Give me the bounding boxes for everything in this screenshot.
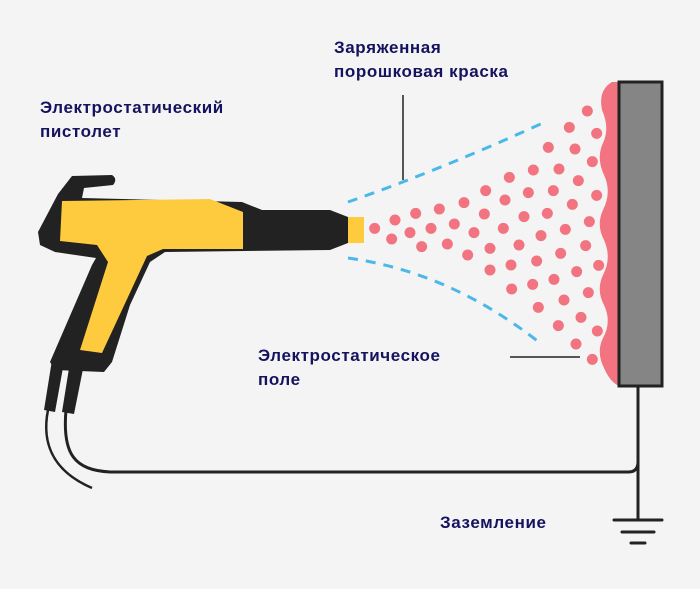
powder-particle — [563, 121, 575, 133]
cable — [44, 409, 93, 490]
powder-particle — [462, 249, 474, 261]
gun-label-line1: Электростатический — [40, 98, 224, 117]
powder-particle — [583, 216, 595, 228]
powder-particle — [531, 255, 543, 267]
powder-particle — [484, 242, 496, 254]
powder-particle — [559, 223, 571, 235]
powder-particle — [591, 325, 603, 337]
powder-particle — [591, 189, 603, 201]
field-label-line1: Электростатическое — [258, 346, 441, 365]
spray-gun — [38, 175, 364, 372]
powder-particle — [506, 283, 518, 295]
gun-body — [60, 199, 243, 353]
powder-particle — [404, 227, 416, 239]
powder-particle — [581, 105, 593, 117]
field-line-top — [347, 120, 546, 204]
powder-particle — [542, 141, 554, 153]
paint-coating — [599, 82, 619, 386]
powder-particle — [505, 259, 517, 271]
powder-particle — [518, 211, 530, 223]
powder-label-line1: Заряженная — [334, 38, 442, 57]
powder-particle — [586, 156, 598, 168]
ground-symbol-icon — [612, 518, 664, 545]
powder-particle — [570, 338, 582, 350]
powder-particle — [569, 143, 581, 155]
powder-particle — [410, 207, 422, 219]
ground-wire — [63, 409, 640, 474]
ground-label: Заземление — [440, 513, 547, 532]
powder-particle — [369, 222, 381, 234]
powder-particle — [593, 259, 605, 271]
powder-particle — [553, 163, 565, 175]
powder-particle — [433, 203, 445, 215]
powder-particle — [541, 207, 553, 219]
powder-particle — [484, 264, 496, 276]
powder-label: Заряженная порошковая краска — [334, 36, 509, 84]
powder-particle — [416, 241, 428, 253]
powder-label-line2: порошковая краска — [334, 62, 509, 81]
gun-label-line2: пистолет — [40, 122, 122, 141]
powder-particle — [478, 208, 490, 220]
powder-particle — [582, 287, 594, 299]
grounded-part — [617, 80, 664, 388]
powder-particle — [527, 278, 539, 290]
powder-particle — [458, 197, 470, 209]
powder-particle — [503, 171, 515, 183]
powder-particle — [566, 198, 578, 210]
powder-particle — [552, 320, 564, 332]
powder-particle — [497, 222, 509, 234]
powder-particle — [535, 230, 547, 242]
gun-prongs — [44, 360, 84, 414]
powder-particle — [513, 239, 525, 251]
field-label: Электростатическое поле — [258, 344, 441, 392]
powder-particle — [527, 164, 539, 176]
powder-particle — [522, 187, 534, 199]
field-line-bottom — [347, 256, 541, 345]
powder-particle — [468, 227, 480, 239]
powder-particle — [591, 127, 603, 139]
powder-particle — [571, 266, 583, 278]
powder-particle — [425, 222, 437, 234]
powder-particle — [547, 185, 559, 197]
nozzle-tip — [348, 217, 364, 243]
gun-label: Электростатический пистолет — [40, 96, 224, 144]
powder-particle — [558, 294, 570, 306]
powder-particle — [572, 175, 584, 187]
powder-particle — [586, 353, 598, 365]
powder-particle — [555, 247, 567, 259]
powder-particle — [448, 218, 460, 230]
field-label-line2: поле — [258, 370, 301, 389]
powder-particle — [499, 194, 511, 206]
powder-particle — [532, 301, 544, 313]
powder-particles — [369, 105, 605, 365]
powder-particle — [580, 240, 592, 252]
powder-particle — [389, 214, 401, 226]
powder-particle — [386, 233, 398, 245]
powder-particle — [480, 185, 492, 197]
powder-particle — [548, 273, 560, 285]
powder-particle — [575, 311, 587, 323]
powder-particle — [441, 238, 453, 250]
